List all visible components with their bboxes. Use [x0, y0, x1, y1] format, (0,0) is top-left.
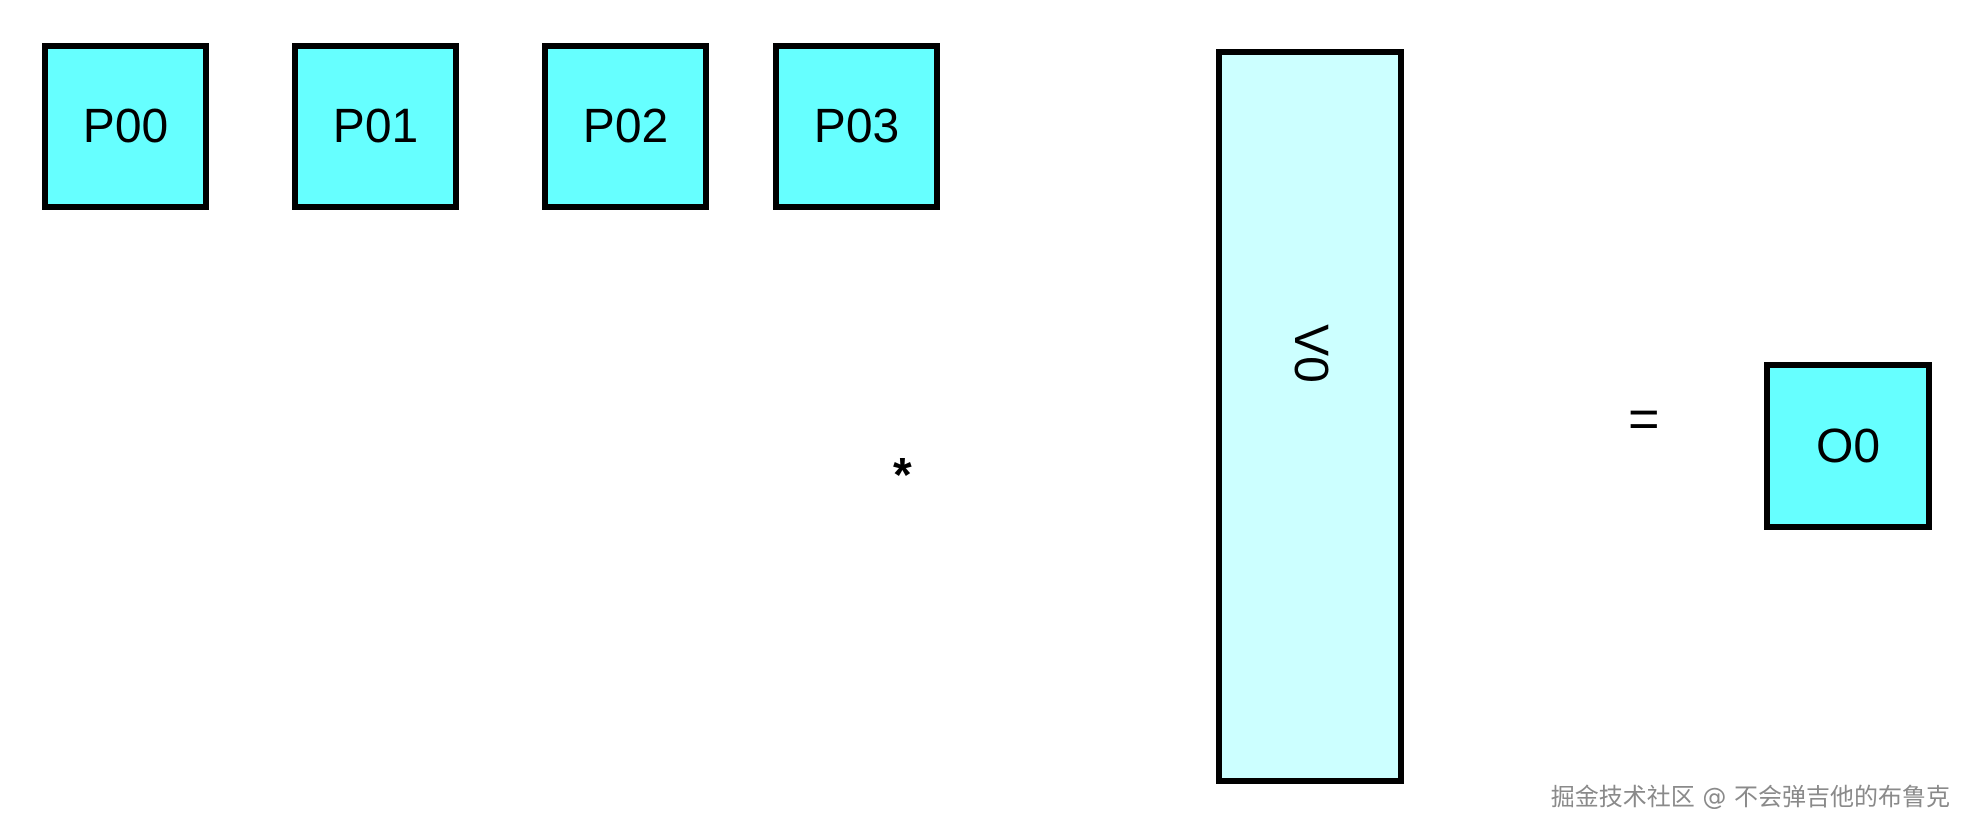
block-o0: O0	[1764, 362, 1932, 530]
block-p03-label: P03	[813, 100, 900, 153]
block-p02: P02	[542, 43, 709, 210]
block-o0-label: O0	[1815, 419, 1881, 473]
block-p03: P03	[773, 43, 940, 210]
block-p02-label: P02	[582, 100, 669, 153]
block-p00-label: P00	[82, 100, 169, 153]
block-v0: V0	[1216, 49, 1404, 784]
multiply-operator: *	[893, 449, 912, 502]
block-p01-label: P01	[332, 100, 419, 153]
equals-operator: =	[1628, 389, 1660, 449]
watermark-text: 掘金技术社区 @ 不会弹吉他的布鲁克	[1550, 783, 1950, 811]
block-v0-label: V0	[1283, 324, 1337, 383]
block-p00: P00	[42, 43, 209, 210]
block-p01: P01	[292, 43, 459, 210]
